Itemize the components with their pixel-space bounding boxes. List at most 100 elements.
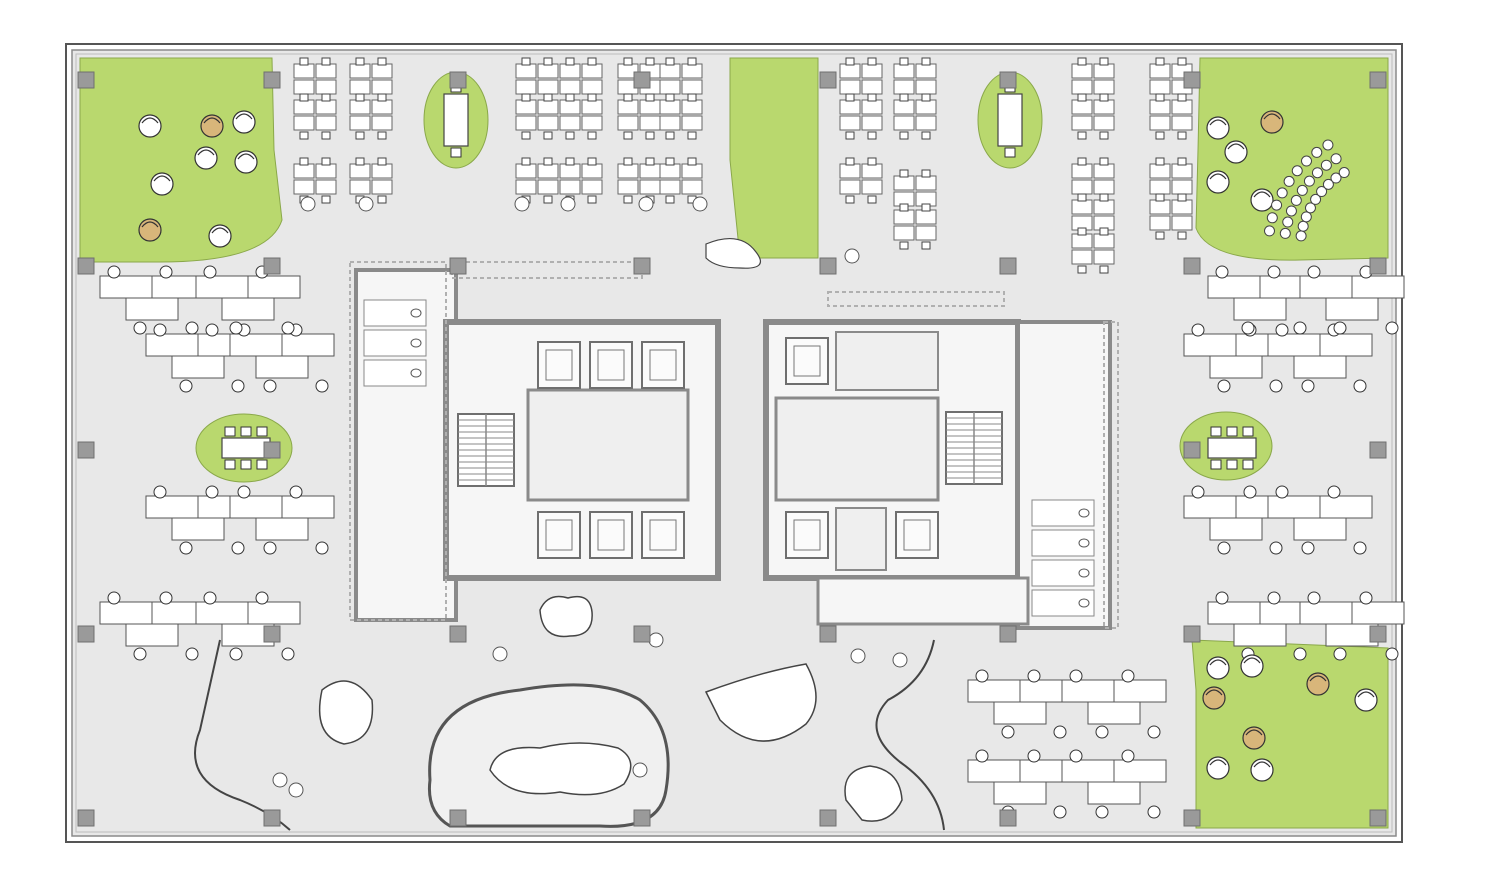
chair xyxy=(521,131,531,140)
chair xyxy=(1177,157,1187,166)
chair xyxy=(1191,485,1205,499)
lounge-chair-icon xyxy=(1242,726,1266,750)
workstation xyxy=(967,679,1021,703)
desk xyxy=(1171,99,1193,115)
workstation xyxy=(145,495,199,519)
desk xyxy=(839,115,861,131)
desk xyxy=(581,63,603,79)
desk xyxy=(559,79,581,95)
chair xyxy=(107,591,121,605)
desk xyxy=(537,179,559,195)
core-west-service xyxy=(354,268,458,622)
lounge-chair-icon xyxy=(232,110,256,134)
chair xyxy=(1147,725,1161,739)
chair-back xyxy=(211,227,229,234)
chair xyxy=(1191,323,1205,337)
column-icon xyxy=(999,257,1017,275)
chair xyxy=(185,321,199,335)
round-lounge xyxy=(318,680,374,745)
auditorium-seat xyxy=(1271,199,1283,211)
lounge-chair-icon xyxy=(1354,688,1378,712)
chair xyxy=(645,131,655,140)
workstation xyxy=(99,601,153,625)
chair-back xyxy=(1209,119,1227,126)
desk xyxy=(1171,179,1193,195)
desk-cluster-icon xyxy=(293,157,337,204)
chair xyxy=(1027,669,1041,683)
desk xyxy=(1093,163,1115,179)
chair xyxy=(845,157,855,166)
column-icon xyxy=(449,257,467,275)
desk xyxy=(349,163,371,179)
desk-cluster-icon xyxy=(1267,485,1373,555)
elevator-car xyxy=(793,519,821,551)
chair xyxy=(1226,426,1238,437)
desk xyxy=(581,115,603,131)
chair xyxy=(205,323,219,337)
column-icon xyxy=(1183,257,1201,275)
workstation xyxy=(1183,333,1237,357)
column-icon xyxy=(1369,257,1387,275)
chair xyxy=(321,131,331,140)
chair xyxy=(1155,131,1165,140)
chair xyxy=(1177,93,1187,102)
workstation xyxy=(145,333,199,357)
workstation xyxy=(195,601,249,625)
chair xyxy=(587,131,597,140)
chair xyxy=(899,241,909,250)
chair xyxy=(377,57,387,66)
desk xyxy=(659,163,681,179)
workstation xyxy=(1319,495,1373,519)
chair xyxy=(159,591,173,605)
desk xyxy=(581,163,603,179)
desk-cluster-icon xyxy=(1149,193,1193,240)
chair xyxy=(321,93,331,102)
desk-cluster-icon xyxy=(1071,193,1115,240)
column-icon xyxy=(77,441,95,459)
desk xyxy=(639,115,661,131)
chair xyxy=(565,157,575,166)
elevator-car xyxy=(545,349,573,381)
chair xyxy=(1077,265,1087,274)
desk xyxy=(349,115,371,131)
chair xyxy=(921,93,931,102)
lounge-chair-icon xyxy=(1206,170,1230,194)
plant-icon xyxy=(648,632,664,648)
chair xyxy=(133,647,147,661)
workstation xyxy=(1299,275,1353,299)
workstation xyxy=(1113,759,1167,783)
desk xyxy=(659,115,681,131)
desk xyxy=(639,99,661,115)
desk xyxy=(861,115,883,131)
workstation xyxy=(1207,601,1261,625)
elevator-icon xyxy=(641,341,685,389)
lounge-chair-icon xyxy=(1260,110,1284,134)
desk xyxy=(1149,79,1171,95)
column-icon xyxy=(819,809,837,827)
bench xyxy=(705,237,761,269)
lounge-chair-icon xyxy=(1206,656,1230,680)
desk xyxy=(559,179,581,195)
desk-cluster-icon xyxy=(893,203,937,250)
desk-cluster-icon xyxy=(195,591,301,661)
chair xyxy=(263,379,277,393)
workstation xyxy=(247,601,301,625)
desk-cluster-icon xyxy=(659,157,703,204)
column-icon xyxy=(1369,441,1387,459)
chair xyxy=(1177,131,1187,140)
table xyxy=(221,437,271,459)
plant-icon xyxy=(850,648,866,664)
desk xyxy=(515,63,537,79)
chair xyxy=(1177,193,1187,202)
desk xyxy=(1071,163,1093,179)
lounge-chair-icon xyxy=(1206,116,1230,140)
chair xyxy=(321,57,331,66)
chair xyxy=(867,57,877,66)
chair-back xyxy=(1245,729,1263,736)
chair xyxy=(1226,459,1238,470)
chair xyxy=(665,57,675,66)
workstation xyxy=(1299,601,1353,625)
desk xyxy=(1071,233,1093,249)
chair xyxy=(205,485,219,499)
lounge-chair-icon xyxy=(138,218,162,242)
